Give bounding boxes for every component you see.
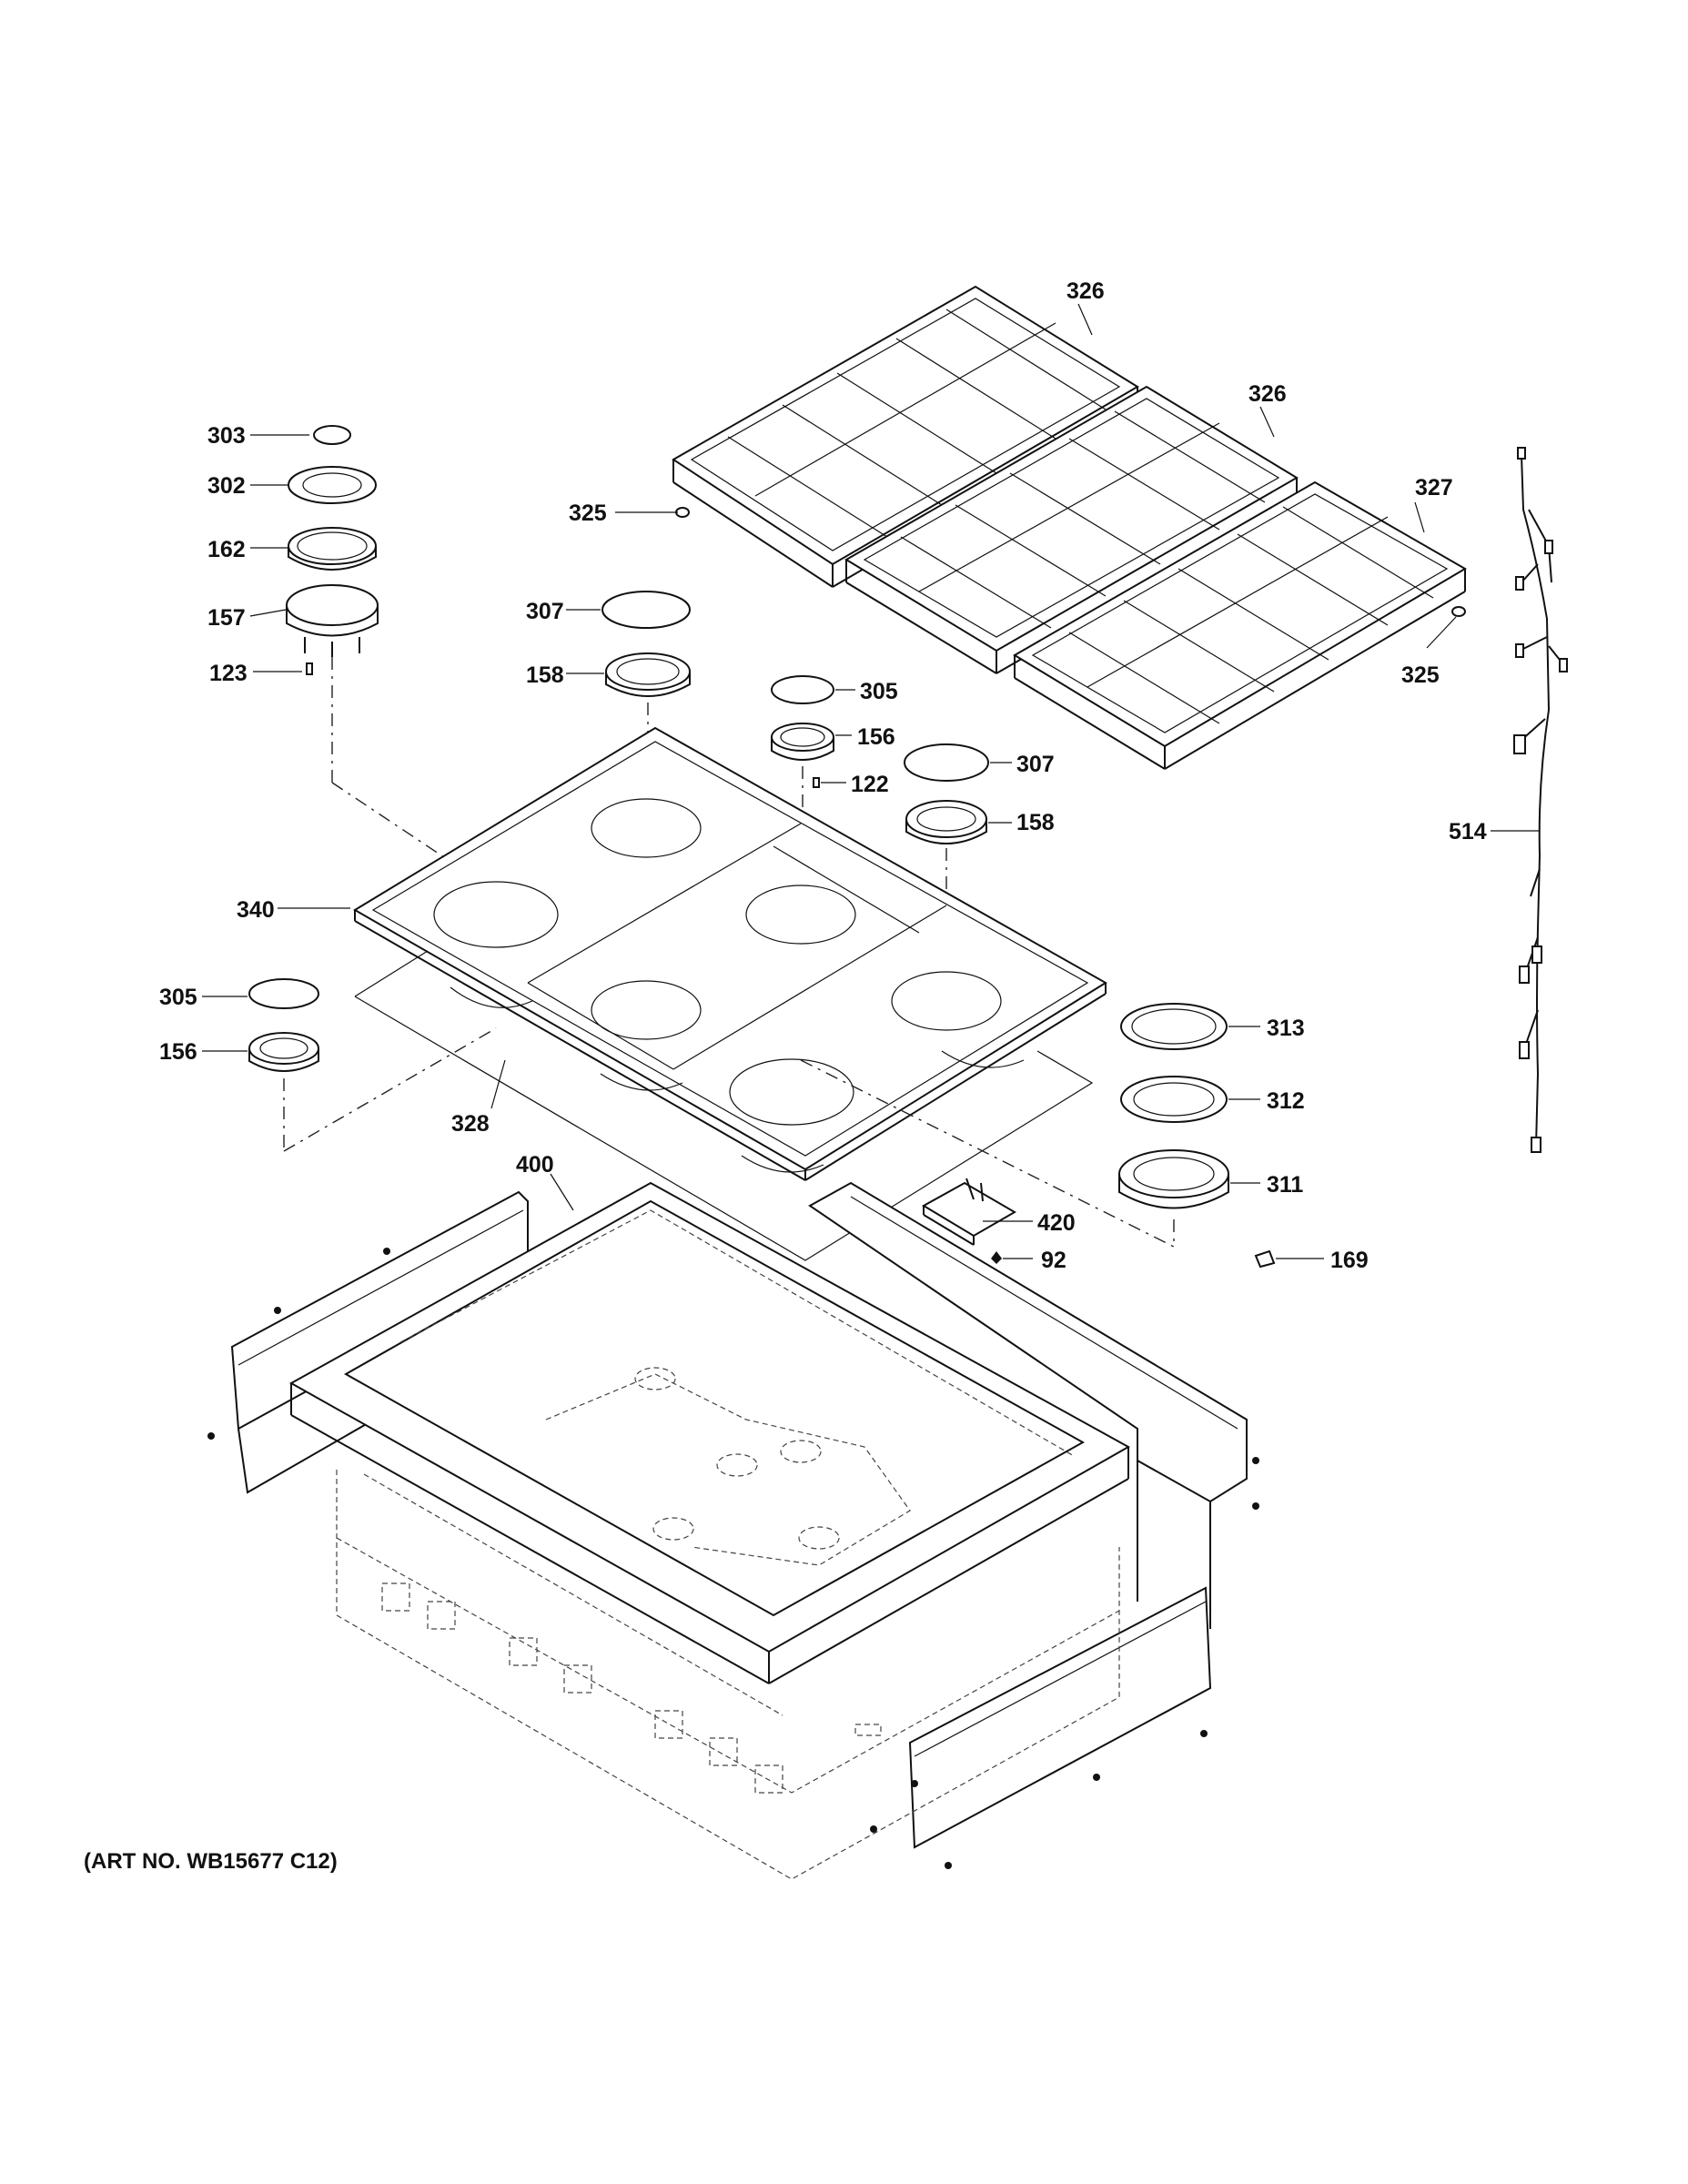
screw-123 — [306, 662, 313, 675]
callout-305-left: 305 — [159, 985, 197, 1010]
callout-327: 327 — [1415, 475, 1453, 500]
cap-305-center — [771, 675, 834, 704]
burner-base-311 — [1118, 1149, 1229, 1209]
cap-302 — [288, 466, 377, 504]
callout-325-right: 325 — [1401, 662, 1440, 688]
leader-lines — [202, 303, 1540, 1259]
callout-303: 303 — [207, 423, 246, 449]
callout-311: 311 — [1267, 1172, 1303, 1198]
callout-156-center: 156 — [857, 724, 895, 750]
burner-head-158-upper — [605, 652, 691, 697]
callout-328: 328 — [451, 1111, 490, 1137]
callout-122: 122 — [851, 772, 889, 797]
callout-92: 92 — [1041, 1248, 1066, 1273]
callout-307-right: 307 — [1016, 752, 1055, 777]
spark-module-420 — [922, 1178, 1016, 1246]
burner-head-162 — [288, 527, 377, 571]
callout-158-upper: 158 — [526, 662, 564, 688]
grate-327-right — [1013, 480, 1467, 770]
wire-harness-514 — [1513, 447, 1568, 1153]
callout-420: 420 — [1037, 1210, 1076, 1236]
callout-514: 514 — [1449, 819, 1487, 844]
callout-156-left: 156 — [159, 1039, 197, 1065]
callout-158-right: 158 — [1016, 810, 1055, 835]
callout-325-left: 325 — [569, 500, 607, 526]
gasket-328 — [354, 950, 1094, 1261]
callout-302: 302 — [207, 473, 246, 499]
callout-162: 162 — [207, 537, 246, 562]
ring-313 — [1120, 1003, 1228, 1050]
grate-foot-325-left — [675, 507, 690, 518]
callout-340: 340 — [237, 897, 275, 923]
callout-307-upper: 307 — [526, 599, 564, 624]
callout-313: 313 — [1267, 1016, 1305, 1041]
screw-92 — [991, 1251, 1002, 1264]
burner-head-158-right — [905, 800, 987, 844]
callout-400: 400 — [516, 1152, 554, 1178]
art-number: (ART NO. WB15677 C12) — [84, 1849, 338, 1874]
burner-base-157 — [286, 584, 379, 657]
cap-307-upper — [601, 591, 691, 629]
ring-312 — [1120, 1076, 1228, 1123]
callout-157: 157 — [207, 605, 246, 631]
burner-head-156-center — [771, 723, 834, 761]
cap-303 — [313, 425, 351, 445]
callout-312: 312 — [1267, 1088, 1305, 1114]
clip-169 — [1254, 1249, 1276, 1269]
cooktop-340 — [353, 726, 1107, 1181]
callout-labels: 303 302 162 157 123 307 158 305 156 122 … — [159, 278, 1487, 1273]
cap-305-left — [248, 978, 319, 1009]
chassis-body — [207, 1181, 1259, 1880]
screw-122 — [813, 777, 820, 788]
callout-123: 123 — [209, 661, 248, 686]
grate-foot-325-right — [1451, 606, 1466, 617]
callout-326-left: 326 — [1066, 278, 1105, 304]
burner-head-156-left — [248, 1032, 319, 1072]
grate-326-left — [672, 285, 1139, 588]
cap-307-right — [904, 743, 989, 782]
callout-169: 169 — [1330, 1248, 1369, 1273]
callout-305-center: 305 — [860, 679, 898, 704]
callout-326-middle: 326 — [1248, 381, 1287, 407]
